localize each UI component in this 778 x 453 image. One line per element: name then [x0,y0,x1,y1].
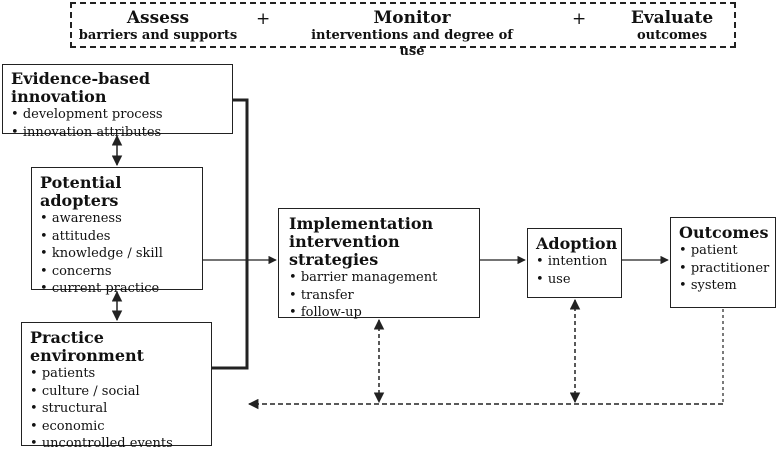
assess-section: Assess barriers and supports [78,8,238,44]
environment-title: Practice environment [30,328,145,365]
list-item: patient [679,242,767,260]
list-item: barrier management [289,269,469,287]
list-item: attitudes [40,228,194,246]
monitor-subtitle: interventions and degree of use [311,28,513,59]
monitor-title: Monitor [373,8,451,28]
assess-monitor-evaluate-banner: Assess barriers and supports + Monitor i… [70,2,736,59]
outcomes-title: Outcomes [679,223,769,242]
list-item: innovation attributes [11,124,224,142]
list-item: economic [30,418,203,436]
list-item: structural [30,400,203,418]
monitor-section: Monitor interventions and degree of use [297,8,527,60]
list-item: concerns [40,263,194,281]
outcomes-box: Outcomes patient practitioner system [670,217,776,308]
practice-environment-box: Practice environment patients culture / … [21,322,212,451]
left-bracket-line [212,98,249,370]
list-item: practitioner [679,260,769,278]
adoption-box: Adoption intention use [527,228,622,298]
evaluate-title: Evaluate [630,8,714,28]
list-item: patients [30,365,203,383]
potential-adopters-box: Potential adopters awareness attitudes k… [31,167,203,296]
evaluate-section: Evaluate outcomes [620,8,724,44]
adopters-title: Potential adopters [40,173,122,210]
adoption-title: Adoption [536,234,618,253]
list-item: system [679,277,767,295]
list-item: current practice [40,280,194,298]
assess-subtitle: barriers and supports [78,28,238,43]
list-item: knowledge / skill [40,245,194,263]
list-item: intention [536,253,613,271]
list-item: development process [11,106,224,124]
plus-sign: + [256,9,271,29]
list-item: uncontrolled events [30,435,203,453]
innovation-title: Evidence-based innovation [11,69,151,106]
implementation-title-line2: intervention strategies [289,232,400,269]
list-item: follow-up [289,304,469,322]
list-item: transfer [289,287,469,305]
list-item: awareness [40,210,194,228]
implementation-title-line1: Implementation [289,214,434,233]
plus-sign: + [572,9,587,29]
evaluate-subtitle: outcomes [636,28,708,43]
evidence-based-innovation-box: Evidence-based innovation development pr… [2,64,233,140]
list-item: use [536,271,613,289]
list-item: culture / social [30,383,203,401]
implementation-strategies-box: Implementation intervention strategies b… [278,208,480,320]
assess-title: Assess [126,8,190,28]
